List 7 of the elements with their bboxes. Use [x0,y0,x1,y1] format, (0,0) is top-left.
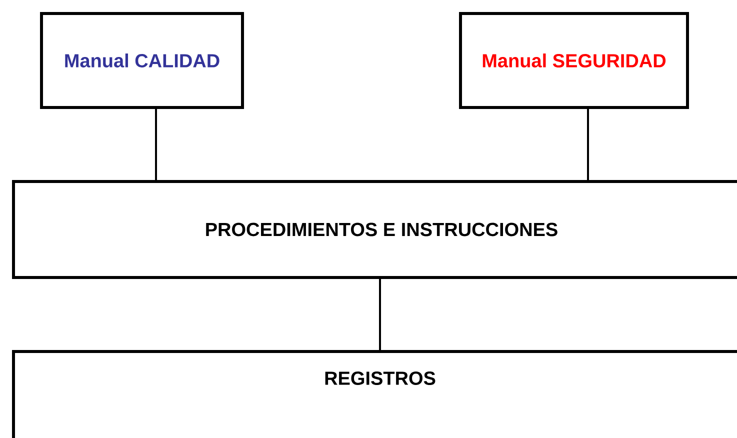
connector-line [379,279,381,350]
connector-line [155,109,157,180]
manual-box: Manual CALIDAD [40,12,244,109]
connector-line [587,109,589,180]
records-band: REGISTROS [12,350,737,438]
procedure-band: PROCEDIMIENTOS E INSTRUCCIONES [12,180,737,279]
manual-box: Manual SEGURIDAD [459,12,689,109]
